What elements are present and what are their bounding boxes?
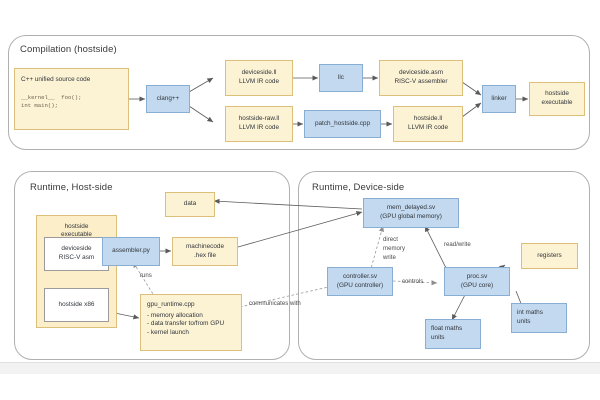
hostside-raw-ll-line1: hostside-raw.ll xyxy=(238,115,280,123)
llc-label: llc xyxy=(337,73,345,81)
data-label: data xyxy=(183,200,197,208)
cpp-source-title: C++ unified source code xyxy=(21,76,91,83)
hostside-executable-line1: hostside xyxy=(545,90,569,98)
deviceside-asm-line1: deviceside.asm xyxy=(398,69,444,77)
assembler-py-label: assembler.py xyxy=(112,247,150,255)
deviceside-asm-line2: RISC-V assembler xyxy=(394,78,448,85)
edge-label-communicates-with: communicates with xyxy=(249,300,301,307)
node-deviceside-risc-v-asm[interactable]: deviceside RISC-V asm xyxy=(44,237,109,271)
float-maths-line2: units xyxy=(431,334,445,341)
node-gpu-runtime-cpp[interactable]: gpu_runtime.cpp - memory allocation - da… xyxy=(140,294,242,351)
mem-delayed-line1: mem_delayed.sv xyxy=(386,204,436,212)
panel-compilation xyxy=(8,35,590,150)
gpu-runtime-line1: gpu_runtime.cpp xyxy=(147,301,195,308)
panel-runtime-device-title: Runtime, Device-side xyxy=(312,182,405,193)
gpu-runtime-line2: - memory allocation xyxy=(147,311,203,319)
gpu-runtime-line4: - kernel launch xyxy=(147,328,189,336)
hostside-raw-ll-line2: LLVM IR code xyxy=(238,124,280,131)
node-deviceside-asm[interactable]: deviceside.asm RISC-V assembler xyxy=(379,60,463,96)
panel-runtime-host xyxy=(14,171,290,360)
machinecode-line2: .hex file xyxy=(193,251,217,259)
node-controller-sv[interactable]: controller.sv (GPU controller) xyxy=(327,267,393,296)
node-clangpp[interactable]: clang++ xyxy=(146,85,190,113)
hostside-ll-line1: hostside.ll xyxy=(413,115,443,123)
node-float-maths-units[interactable]: float maths units xyxy=(425,319,481,349)
panel-compilation-title: Compilation (hostside) xyxy=(20,44,117,55)
node-cpp-source[interactable]: C++ unified source code __kernel__ foo()… xyxy=(14,68,129,130)
node-mem-delayed-sv[interactable]: mem_delayed.sv (GPU global memory) xyxy=(363,198,459,228)
node-assembler-py[interactable]: assembler.py xyxy=(102,237,160,266)
hostside-x86-label: hostside x86 xyxy=(58,300,95,308)
edge-label-controls: controls xyxy=(402,278,424,285)
panel-runtime-device xyxy=(298,171,590,360)
hostside-executable-line2: executable xyxy=(541,99,573,106)
patch-hostside-label: patch_hostside.cpp xyxy=(314,119,371,127)
node-llc[interactable]: llc xyxy=(319,64,363,92)
node-data[interactable]: data xyxy=(165,192,215,217)
node-registers[interactable]: registers xyxy=(521,243,578,269)
node-linker[interactable]: linker xyxy=(482,85,516,113)
float-maths-line1: float maths xyxy=(431,325,463,333)
node-hostside-executable[interactable]: hostside executable xyxy=(529,82,585,116)
node-hostside-ll[interactable]: hostside.ll LLVM IR code xyxy=(393,106,463,142)
int-maths-line1: int maths xyxy=(517,309,543,317)
machinecode-line1: machinecode xyxy=(185,242,224,250)
group-hostside-executable-title: hostside executable xyxy=(37,223,116,240)
direct-memory-write-line1: direct xyxy=(383,236,398,243)
group-exe-line2: executable xyxy=(61,231,92,239)
edge-label-direct-memory-write: direct memory write xyxy=(383,236,405,262)
hostside-ll-line2: LLVM IR code xyxy=(407,124,449,131)
node-machinecode-hex[interactable]: machinecode .hex file xyxy=(172,237,238,266)
controller-line2: (GPU controller) xyxy=(336,281,384,289)
proc-line1: proc.sv xyxy=(466,272,488,280)
node-int-maths-units[interactable]: int maths units xyxy=(511,303,567,333)
direct-memory-write-line2: memory xyxy=(383,244,406,252)
gpu-runtime-line3: - data transfer to/from GPU xyxy=(147,320,225,328)
deviceside-ll-line2: LLVM IR code xyxy=(238,78,280,85)
node-deviceside-ll[interactable]: deviceside.ll LLVM IR code xyxy=(225,60,293,96)
controller-line1: controller.sv xyxy=(342,272,378,280)
registers-label: registers xyxy=(537,251,562,259)
clangpp-label: clang++ xyxy=(156,94,180,102)
panel-runtime-host-title: Runtime, Host-side xyxy=(30,182,113,193)
deviceside-asm-rt-line1: deviceside xyxy=(61,245,92,253)
int-maths-line2: units xyxy=(517,318,531,325)
edge-label-runs: runs xyxy=(140,272,152,279)
node-hostside-raw-ll[interactable]: hostside-raw.ll LLVM IR code xyxy=(225,106,293,142)
deviceside-ll-line1: deviceside.ll xyxy=(241,69,277,77)
group-exe-line1: hostside xyxy=(64,223,89,230)
deviceside-asm-rt-line2: RISC-V asm xyxy=(58,254,95,261)
node-proc-sv[interactable]: proc.sv (GPU core) xyxy=(444,267,510,296)
direct-memory-write-line3: write xyxy=(383,253,396,261)
cpp-source-code-line-1: __kernel__ foo(); xyxy=(21,93,82,101)
node-hostside-x86[interactable]: hostside x86 xyxy=(44,288,109,322)
node-patch-hostside[interactable]: patch_hostside.cpp xyxy=(304,110,381,138)
mem-delayed-line2: (GPU global memory) xyxy=(380,213,442,220)
footer-strip xyxy=(0,362,600,374)
edge-label-read-write: read/write xyxy=(444,241,471,248)
proc-line2: (GPU core) xyxy=(460,281,494,289)
cpp-source-code-line-2: int main(); xyxy=(21,101,58,109)
linker-label: linker xyxy=(491,94,507,102)
